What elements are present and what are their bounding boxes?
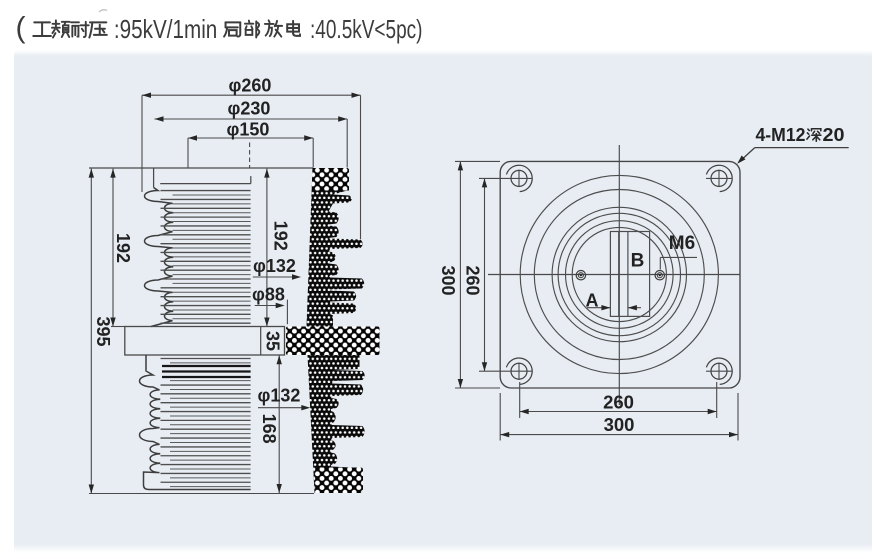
svg-text::40.5kV<5pc): :40.5kV<5pc) xyxy=(310,14,423,44)
svg-text:20: 20 xyxy=(823,124,845,145)
svg-text:260: 260 xyxy=(603,392,634,413)
svg-text:300: 300 xyxy=(438,265,458,295)
svg-text:φ150: φ150 xyxy=(227,120,270,140)
svg-text:A: A xyxy=(586,291,599,311)
svg-text:395: 395 xyxy=(93,316,113,346)
svg-text:φ88: φ88 xyxy=(252,285,285,305)
svg-text:300: 300 xyxy=(604,414,635,435)
svg-text:192: 192 xyxy=(270,221,290,251)
svg-text:168: 168 xyxy=(259,414,279,444)
svg-text:(: ( xyxy=(16,11,26,44)
svg-text:φ230: φ230 xyxy=(228,99,271,119)
svg-text:B: B xyxy=(631,251,645,272)
svg-text:4-M12: 4-M12 xyxy=(756,124,806,145)
svg-text::95kV/1min: :95kV/1min xyxy=(114,14,217,44)
svg-text:φ132: φ132 xyxy=(253,256,296,276)
svg-text:φ132: φ132 xyxy=(258,386,301,406)
svg-text:φ260: φ260 xyxy=(229,76,272,96)
svg-text:260: 260 xyxy=(463,265,483,295)
svg-text:M6: M6 xyxy=(669,233,695,254)
svg-text:192: 192 xyxy=(113,233,133,263)
svg-text:35: 35 xyxy=(262,331,282,351)
